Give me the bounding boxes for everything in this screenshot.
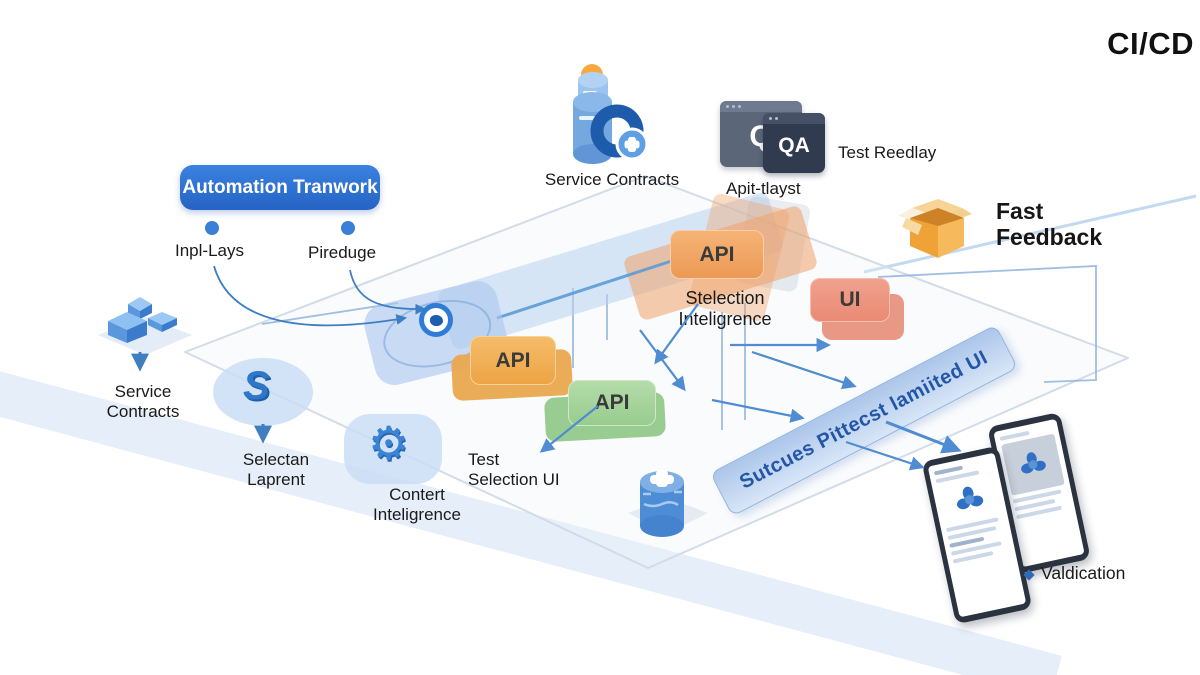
contert-line1: Contert bbox=[389, 485, 445, 504]
target-core bbox=[429, 314, 443, 326]
rosette-icon bbox=[1021, 452, 1046, 474]
stelection-label: Stelection Inteligrence bbox=[650, 288, 800, 330]
contert-line2: Inteligrence bbox=[373, 505, 461, 525]
qa-letters: QA bbox=[778, 134, 810, 157]
automation-framework-label: Automation Tranwork bbox=[182, 176, 378, 198]
api-mid-label: API bbox=[495, 348, 531, 372]
test-selection-line2: Selection UI bbox=[468, 470, 560, 490]
database-stack-icon bbox=[573, 64, 649, 164]
pin-dot-1 bbox=[205, 221, 219, 235]
fast-feedback-label: Fast Feedback bbox=[996, 198, 1102, 251]
pin-label-2: Pireduge bbox=[308, 243, 377, 262]
phone-front bbox=[921, 445, 1033, 625]
cubes-icon bbox=[98, 297, 192, 355]
fast-feedback-line2: Feedback bbox=[996, 224, 1103, 251]
test-selection-line1: Test bbox=[468, 450, 500, 469]
pin-dot-2 bbox=[341, 221, 355, 235]
contert-disc bbox=[344, 414, 442, 484]
window-header bbox=[720, 101, 802, 112]
left-service-line1: Service bbox=[114, 382, 172, 401]
automation-framework-button: Automation Tranwork bbox=[180, 165, 380, 210]
window-header bbox=[763, 113, 825, 124]
phone-back-screen bbox=[993, 418, 1085, 568]
pin-label-1: Inpl-Lays bbox=[175, 241, 244, 260]
test-replay-label: Test Reedlay bbox=[838, 143, 937, 162]
selectan-line1: Selectan bbox=[242, 450, 310, 469]
api-top-label: API bbox=[699, 242, 735, 266]
phone-front-screen bbox=[927, 452, 1027, 618]
page-title: CI/CD bbox=[1107, 26, 1194, 61]
package-box-icon bbox=[898, 199, 972, 258]
stelection-line1: Stelection bbox=[685, 288, 765, 308]
top-service-contracts-label: Service Contracts bbox=[544, 170, 680, 189]
api-top-box: API bbox=[670, 230, 764, 279]
selectan-label: Selectan Laprent bbox=[200, 450, 352, 490]
validation-label: Valdication bbox=[1041, 563, 1126, 583]
api-green-label: API bbox=[594, 391, 630, 414]
phone-back bbox=[987, 411, 1091, 575]
contert-label: Contert Inteligrence bbox=[342, 485, 492, 525]
api-tlayst-label: Apit-tlayst bbox=[726, 179, 801, 198]
test-selection-label: Test Selection UI bbox=[468, 450, 560, 490]
selectan-line2: Laprent bbox=[247, 470, 305, 490]
selectan-disc bbox=[213, 358, 313, 426]
gear-icon: ⚙ bbox=[368, 417, 410, 469]
ui-box: UI bbox=[810, 278, 890, 322]
left-service-line2: Contracts bbox=[106, 402, 180, 422]
database-cylinder-icon bbox=[628, 470, 708, 537]
phone-back-image bbox=[1001, 433, 1065, 496]
qa-browser-front-window: QA bbox=[763, 113, 825, 173]
ui-label: UI bbox=[839, 288, 861, 311]
stelection-line2: Inteligrence bbox=[678, 309, 772, 330]
fast-feedback-line1: Fast bbox=[996, 198, 1044, 224]
rosette-icon bbox=[956, 486, 984, 510]
selectan-icon: S bbox=[243, 364, 270, 408]
api-mid-box: API bbox=[470, 336, 556, 385]
left-service-contracts-label: Service Contracts bbox=[75, 382, 211, 422]
